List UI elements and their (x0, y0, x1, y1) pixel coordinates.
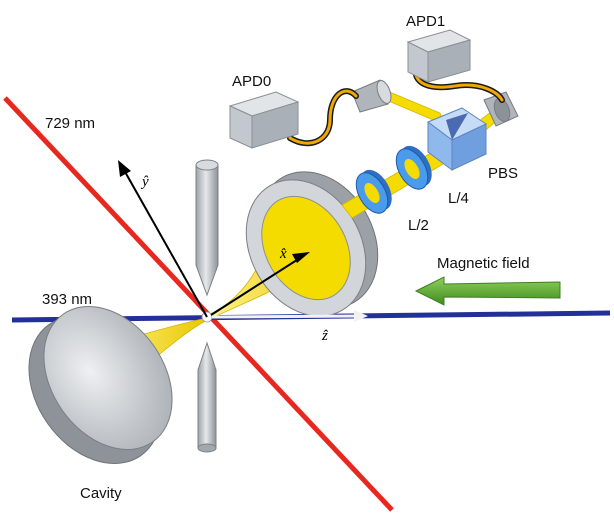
label-apd0: APD0 (232, 73, 271, 90)
label-393nm: 393 nm (42, 291, 92, 308)
trap-needle-top (195, 159, 219, 297)
label-l4: L/4 (448, 190, 469, 207)
label-l2: L/2 (408, 217, 429, 234)
apd0-detector (228, 91, 300, 149)
apd1-detector (406, 29, 472, 83)
y-axis-arrow (118, 160, 208, 318)
laser-729-beam (3, 96, 394, 512)
z-axis-arrow (211, 310, 368, 322)
label-z-axis: ẑ (321, 328, 328, 344)
label-x-axis: x̂ (279, 246, 287, 262)
fiber-coupler-apd0 (351, 79, 392, 113)
x-axis-arrow (210, 252, 310, 316)
trap-needle-bottom (197, 341, 217, 453)
quarter-wave-plate (395, 145, 432, 190)
label-729nm: 729 nm (45, 115, 95, 132)
magnetic-field-arrow (414, 276, 561, 306)
label-magnetic-field: Magnetic field (437, 255, 530, 272)
label-apd1: APD1 (406, 13, 445, 30)
half-wave-plate (355, 169, 392, 214)
fiber-apd0 (287, 88, 359, 147)
label-cavity: Cavity (80, 485, 122, 502)
cavity-mirror-lower (28, 305, 173, 464)
pbs-cube (426, 107, 488, 171)
label-y-axis: ŷ (140, 174, 149, 190)
label-pbs: PBS (488, 165, 518, 182)
